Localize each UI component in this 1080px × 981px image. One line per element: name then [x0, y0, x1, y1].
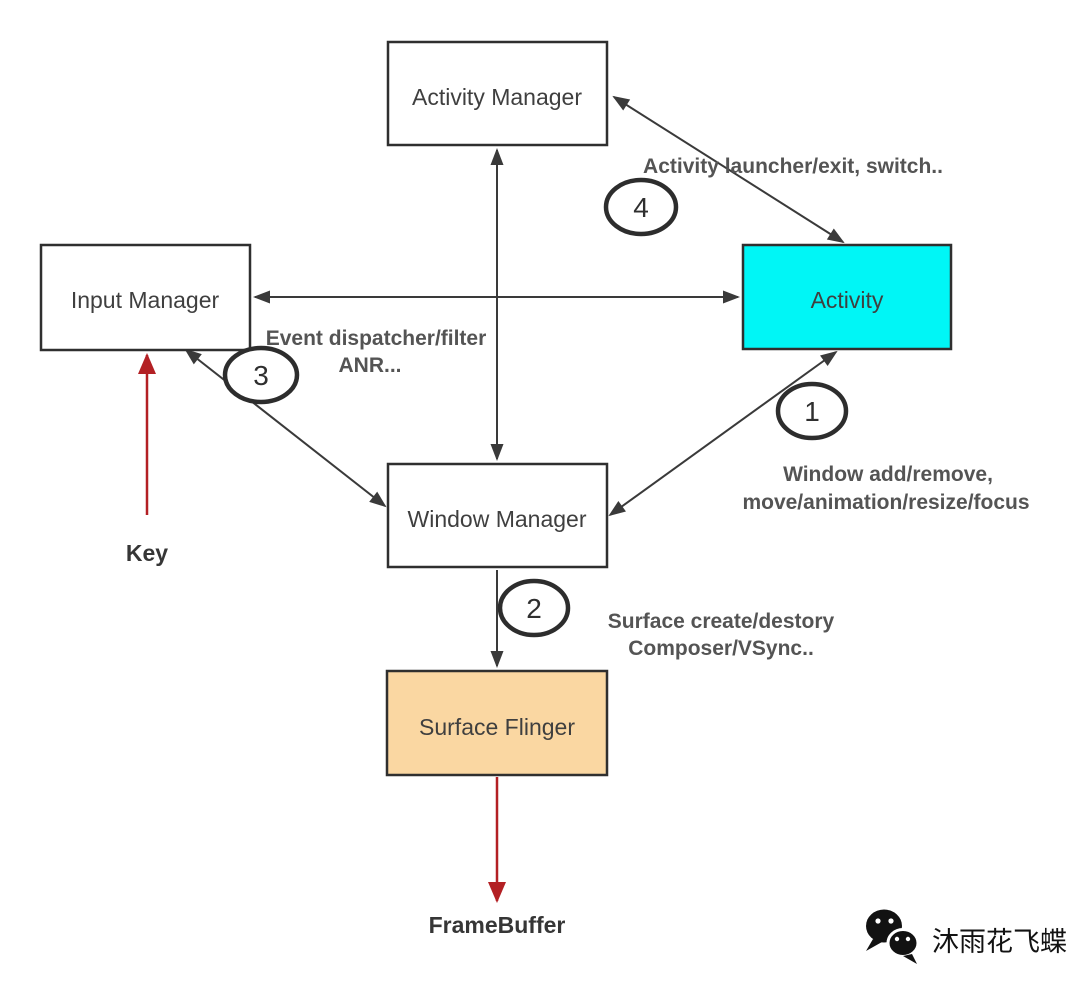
watermark: 沐雨花飞蝶 [866, 909, 1067, 964]
badge-number-2: 2 [526, 593, 542, 624]
edge-label-activity-launcher: Activity launcher/exit, switch.. [643, 155, 943, 178]
watermark-text: 沐雨花飞蝶 [932, 927, 1067, 957]
framebuffer-label: FrameBuffer [429, 912, 566, 938]
surface-flinger-label: Surface Flinger [419, 714, 575, 740]
step-badge-1: 1 [775, 381, 849, 441]
surface-flinger-box [385, 669, 609, 777]
step-badge-4: 4 [603, 177, 679, 237]
edge-label-surface-create-line2: Composer/VSync.. [628, 637, 814, 660]
input-manager-node: Input Manager [39, 243, 252, 352]
badge-circle-1 [775, 381, 849, 441]
step-badge-3: 3 [222, 345, 300, 405]
badge-number-4: 4 [633, 192, 649, 223]
step-badge-2: 2 [497, 578, 571, 638]
input-manager-label: Input Manager [71, 287, 220, 313]
edge-label-window-add-line1: Window add/remove, [783, 463, 993, 486]
activity-node: Activity [741, 243, 953, 351]
badge-number-3: 3 [253, 360, 269, 391]
arrow-activity-windowmanager [608, 350, 838, 517]
badge-circle-4 [603, 177, 679, 237]
activity-box [741, 243, 953, 351]
activity-label: Activity [811, 287, 884, 313]
wechat-icon [866, 909, 920, 964]
edge-label-event-dispatcher-line1: Event dispatcher/filter [266, 327, 487, 350]
window-manager-node: Window Manager [386, 462, 609, 569]
window-manager-label: Window Manager [408, 506, 587, 532]
arrow-activitymanager-activity [612, 95, 845, 244]
input-manager-box [39, 243, 252, 352]
edge-label-surface-create-line1: Surface create/destory [608, 610, 835, 633]
activity-manager-box [386, 40, 609, 147]
key-label: Key [126, 540, 168, 566]
arrow-inputmanager-windowmanager [184, 348, 387, 508]
activity-manager-label: Activity Manager [412, 84, 582, 110]
edge-label-window-add-line2: move/animation/resize/focus [742, 491, 1029, 514]
edge-label-event-dispatcher-line2: ANR... [339, 354, 402, 377]
surface-flinger-node: Surface Flinger [385, 669, 609, 777]
activity-manager-node: Activity Manager [386, 40, 609, 147]
window-manager-box [386, 462, 609, 569]
badge-circle-3 [222, 345, 300, 405]
badge-circle-2 [497, 578, 571, 638]
badge-number-1: 1 [804, 396, 820, 427]
